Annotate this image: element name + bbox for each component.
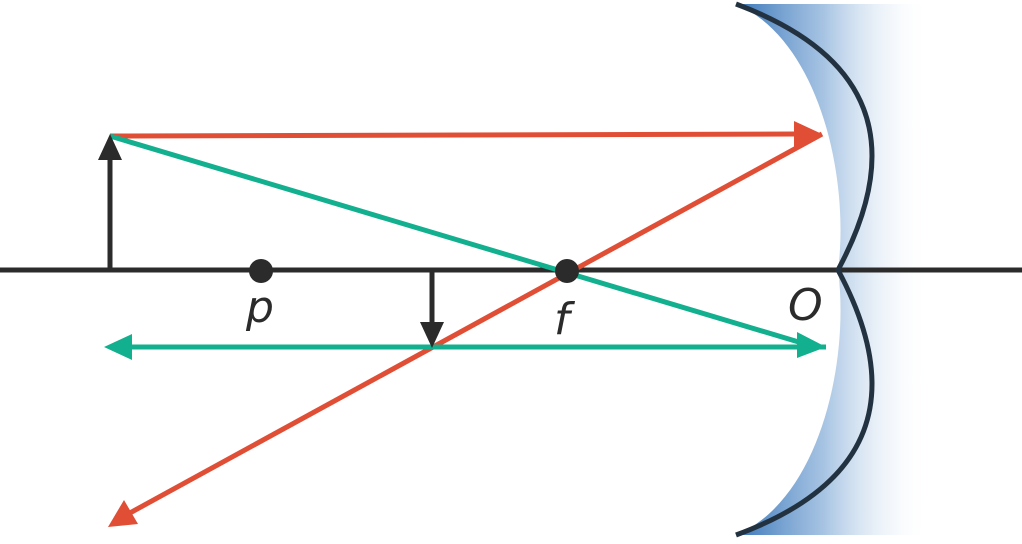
object-arrowhead bbox=[98, 134, 122, 160]
concave-mirror bbox=[735, 1, 875, 538]
green-incident-ray bbox=[109, 133, 803, 346]
label-p: p bbox=[245, 282, 274, 333]
red-reflected-arrowhead bbox=[108, 500, 138, 527]
label-f: f bbox=[554, 294, 576, 345]
image-arrowhead bbox=[420, 322, 444, 348]
label-o: O bbox=[788, 280, 823, 331]
mirror-shading bbox=[736, 4, 930, 535]
red-incident-arrowhead bbox=[794, 121, 822, 147]
green-reflected-arrowhead bbox=[104, 334, 132, 360]
point-f bbox=[555, 259, 579, 283]
point-p bbox=[249, 259, 273, 283]
red-reflected-ray bbox=[126, 131, 824, 517]
red-incident-ray bbox=[109, 131, 797, 139]
